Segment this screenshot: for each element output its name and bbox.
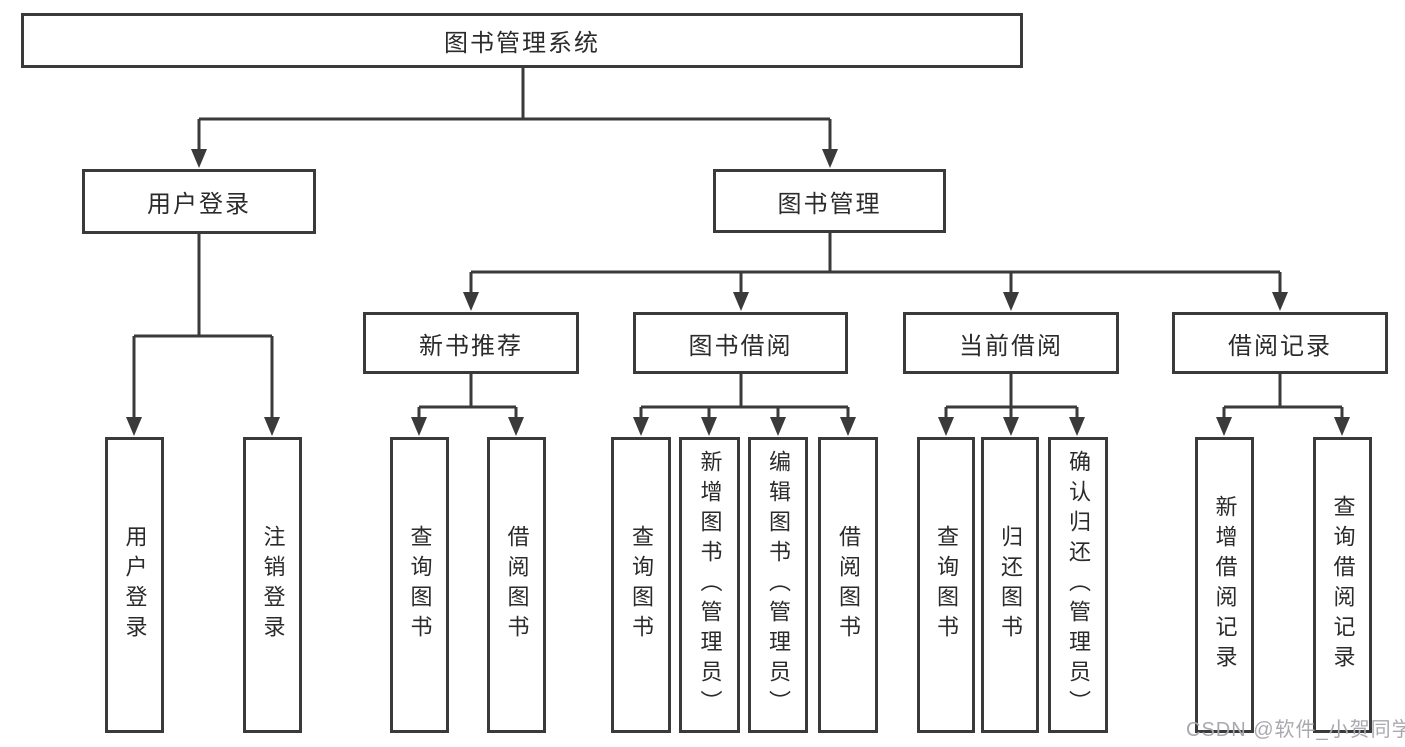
node-borrow-records-label: 借阅记录 — [1228, 332, 1332, 360]
leaf-newbook-borrow-label: 借阅图书 — [504, 525, 530, 645]
leaf-borrow-query: 查询图书 — [611, 437, 671, 733]
node-current-borrow: 当前借阅 — [903, 312, 1119, 374]
leaf-borrow-add-label: 新增图书（管理员） — [697, 450, 723, 720]
node-user-login-label: 用户登录 — [147, 191, 251, 218]
node-book-mgmt-label: 图书管理 — [777, 190, 882, 218]
node-current-borrow-label: 当前借阅 — [959, 332, 1063, 360]
connector-lines — [132, 66, 1344, 418]
leaf-records-query-label: 查询借阅记录 — [1330, 495, 1356, 675]
leaf-user-login-label: 用户登录 — [122, 525, 148, 645]
node-book-mgmt: 图书管理 — [713, 169, 946, 233]
arrowhead-icon — [1334, 417, 1350, 436]
leaf-current-confirm-label: 确认归还（管理员） — [1066, 450, 1091, 720]
connector-records-to-leaves — [1222, 374, 1344, 418]
connector-mgmt-to-level3 — [469, 233, 1282, 293]
connector-root-to-level2 — [197, 66, 832, 150]
leaf-records-query: 查询借阅记录 — [1313, 437, 1372, 733]
leaf-borrow-query-label: 查询图书 — [629, 525, 654, 645]
leaf-borrow-edit: 编辑图书（管理员） — [748, 437, 808, 733]
leaf-logout: 注销登录 — [243, 437, 302, 733]
node-user-login: 用户登录 — [82, 169, 316, 234]
arrowhead-icon — [770, 417, 786, 436]
leaf-newbook-query-label: 查询图书 — [407, 525, 433, 645]
node-root: 图书管理系统 — [21, 13, 1023, 68]
connector-login-to-leaves — [132, 234, 274, 418]
leaf-current-return: 归还图书 — [981, 437, 1039, 733]
arrowhead-icon — [822, 149, 838, 168]
arrowhead-icon — [1003, 292, 1019, 311]
arrowhead-icon — [411, 417, 427, 436]
connector-current-to-leaves — [944, 374, 1079, 418]
watermark: CSDN @软件_小贺同学 — [1186, 719, 1405, 741]
arrowhead-icon — [1272, 292, 1288, 311]
leaf-user-login: 用户登录 — [105, 437, 164, 733]
arrowhead-icon — [1069, 417, 1085, 436]
connector-borrow-to-leaves — [639, 374, 850, 418]
leaf-current-confirm: 确认归还（管理员） — [1048, 437, 1108, 733]
leaf-borrow-borrow-label: 借阅图书 — [836, 525, 861, 645]
node-new-book: 新书推荐 — [363, 312, 579, 374]
leaf-borrow-add: 新增图书（管理员） — [679, 437, 740, 733]
leaf-borrow-borrow: 借阅图书 — [818, 437, 878, 733]
arrowhead-icon — [126, 417, 142, 436]
arrowhead-icon — [1216, 417, 1232, 436]
arrowhead-icon — [463, 292, 479, 311]
node-root-label: 图书管理系统 — [444, 30, 600, 57]
arrowhead-icon — [938, 417, 954, 436]
node-borrow-records: 借阅记录 — [1172, 312, 1388, 374]
node-book-borrow: 图书借阅 — [633, 312, 848, 374]
node-new-book-label: 新书推荐 — [419, 332, 523, 360]
leaf-newbook-query: 查询图书 — [390, 437, 449, 733]
arrowhead-icon — [633, 417, 649, 436]
node-book-borrow-label: 图书借阅 — [688, 332, 793, 360]
leaf-current-return-label: 归还图书 — [998, 525, 1023, 645]
leaf-current-query-label: 查询图书 — [934, 525, 959, 645]
arrowhead-icon — [840, 417, 856, 436]
arrowhead-icon — [1003, 417, 1019, 436]
leaf-records-add: 新增借阅记录 — [1195, 437, 1254, 733]
leaf-current-query: 查询图书 — [917, 437, 975, 733]
leaf-logout-label: 注销登录 — [260, 525, 286, 645]
leaf-borrow-edit-label: 编辑图书（管理员） — [766, 450, 791, 720]
arrowhead-icon — [264, 417, 280, 436]
connector-newbook-to-leaves — [417, 374, 518, 418]
leaf-newbook-borrow: 借阅图书 — [487, 437, 546, 733]
arrowhead-icon — [733, 292, 749, 311]
arrowhead-icon — [701, 417, 717, 436]
arrowheads — [126, 149, 1350, 436]
leaf-records-add-label: 新增借阅记录 — [1212, 495, 1238, 675]
arrowhead-icon — [191, 149, 207, 168]
arrowhead-icon — [508, 417, 524, 436]
